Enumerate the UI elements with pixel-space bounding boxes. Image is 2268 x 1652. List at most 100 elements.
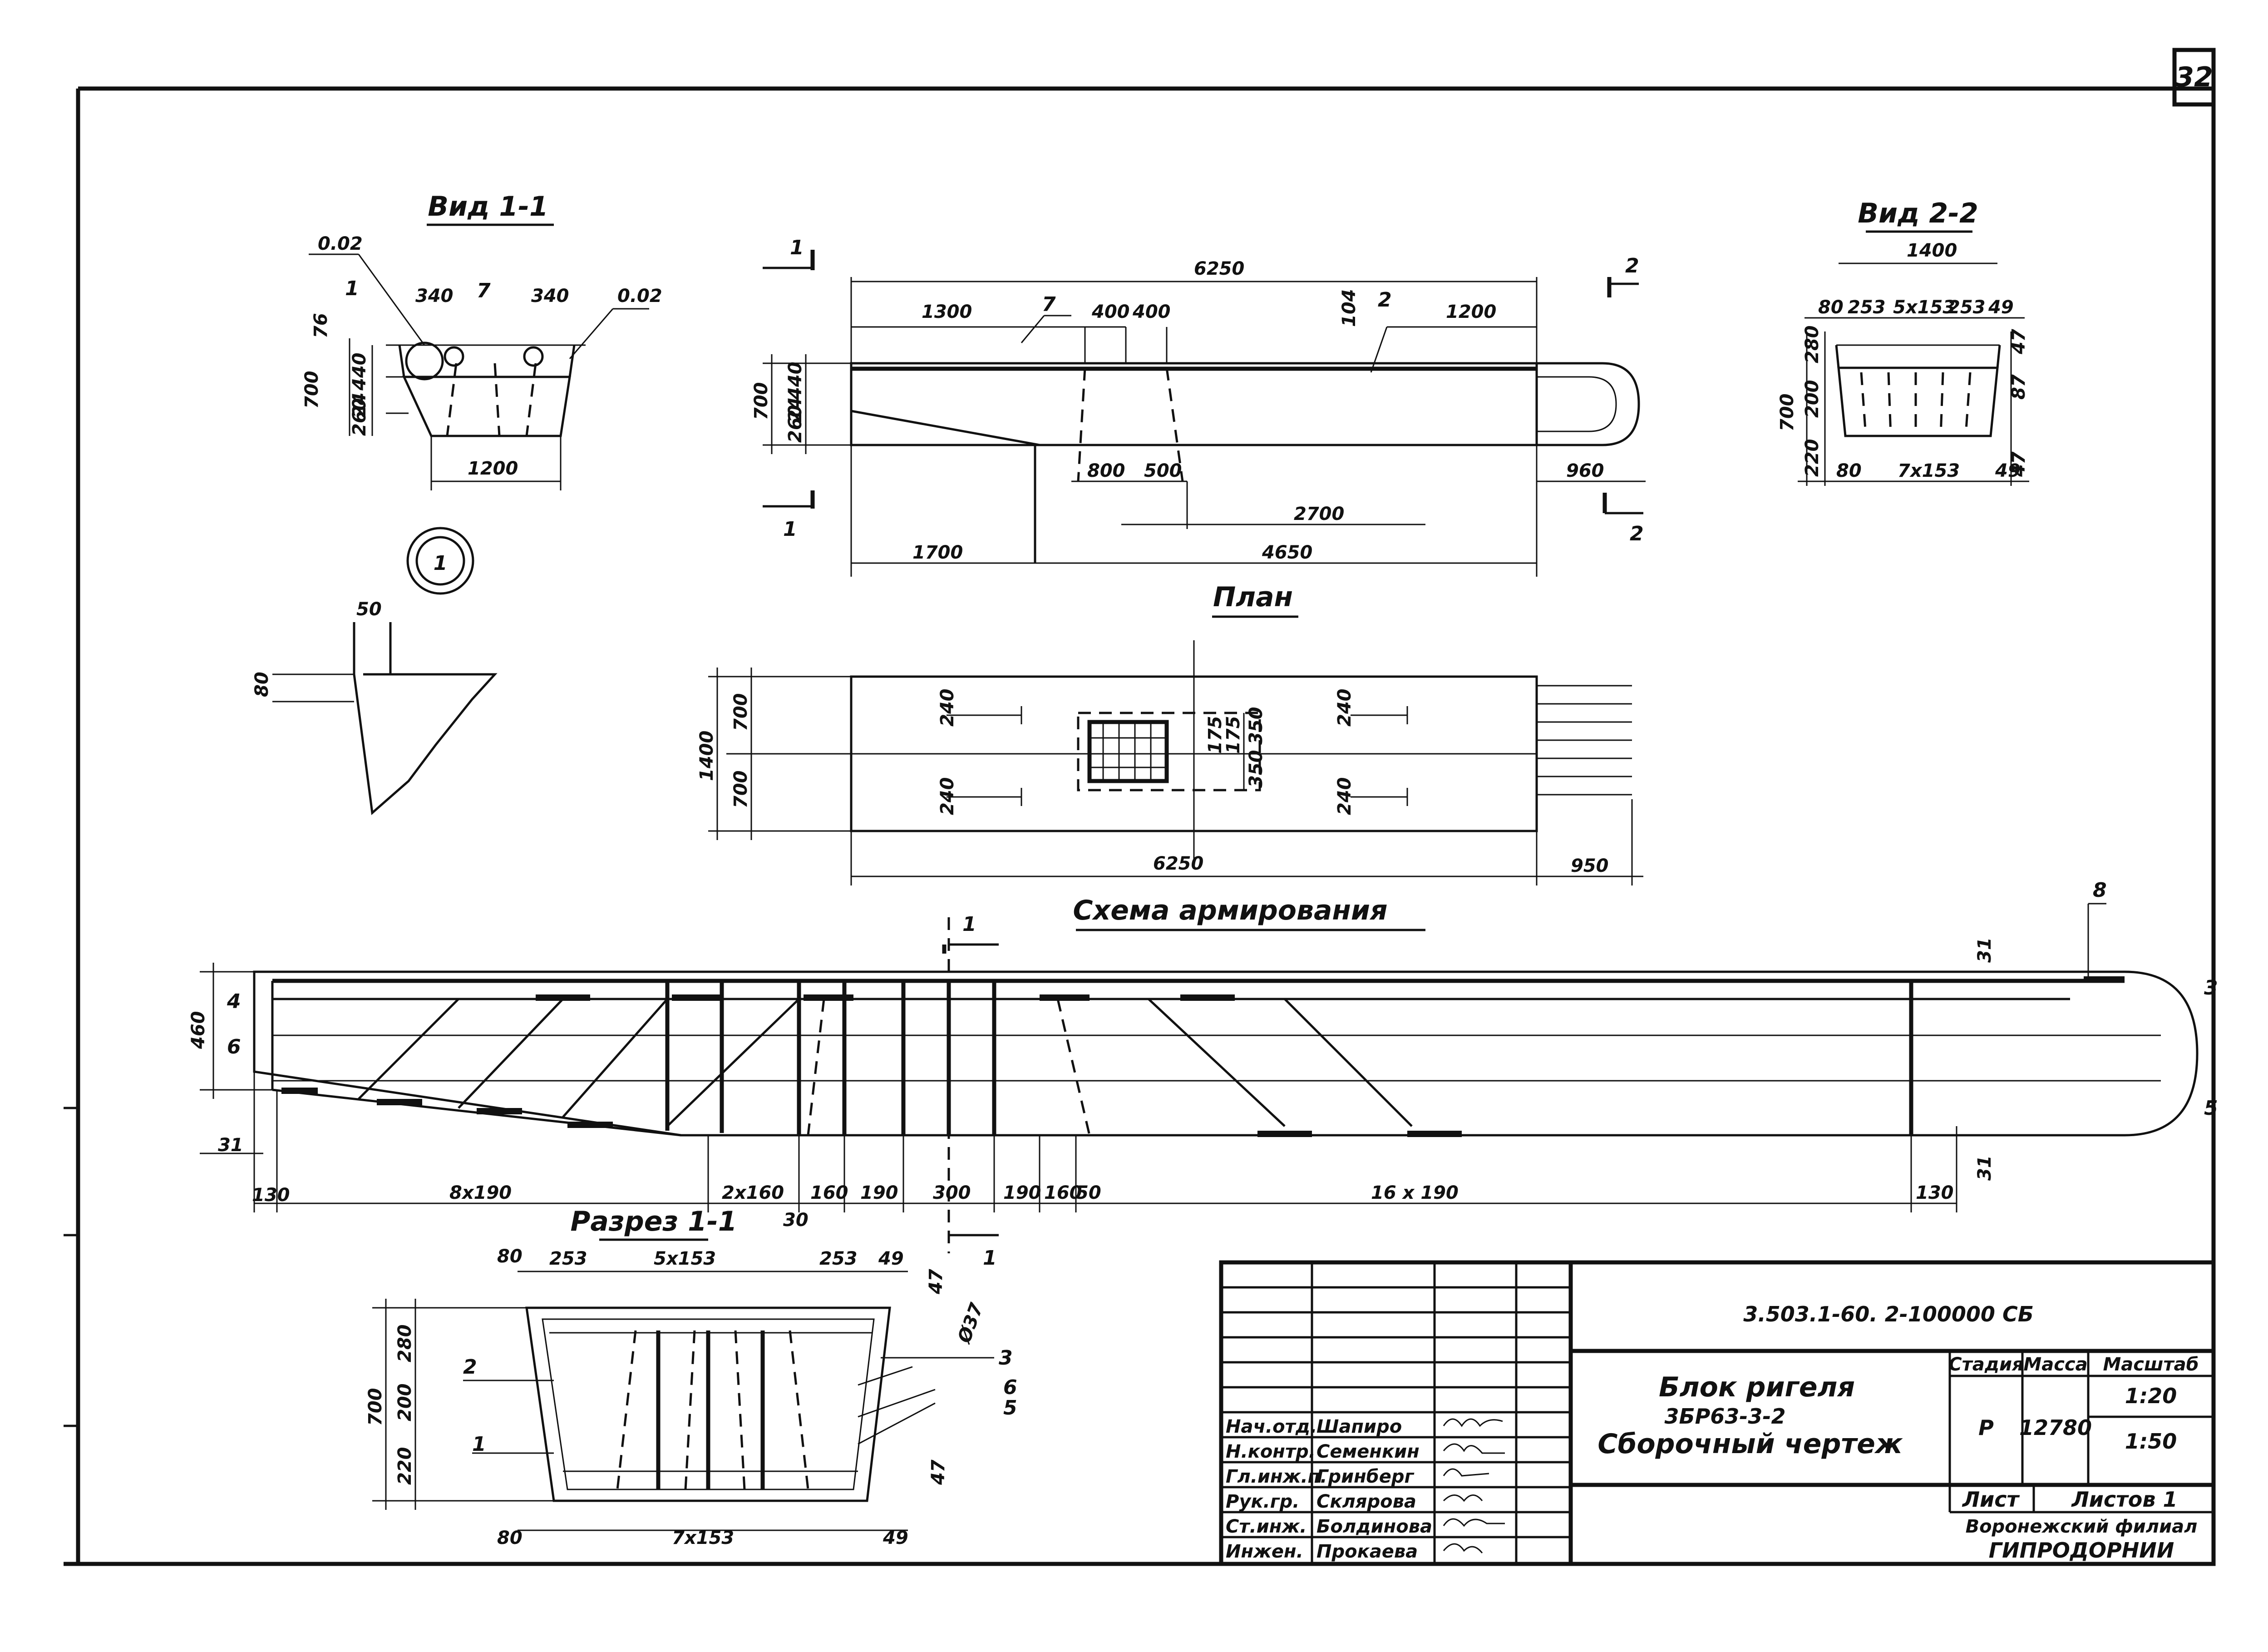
title-block: 3.503.1-60. 2-100000 СБ Блок ригеля 3БР6… [1219,1260,2216,1566]
plan-dim-240d: 240 [1334,777,1355,816]
scheme-dim-31c: 31 [1974,1155,1995,1181]
scheme-dim-160b: 160 [1044,1182,1082,1203]
me-dim-260: 260 [785,405,806,443]
s11-dim-253b: 253 [819,1248,858,1269]
v11-dim-700: 700 [301,371,322,409]
view-1-1: Вид 1-1 0.02 340 340 0.02 1200 76 700 44… [251,191,662,815]
v22-dim-49a: 49 [1988,297,2014,318]
tb-col-scale: Масштаб [2103,1354,2199,1375]
v11-dim-1200: 1200 [468,458,518,479]
tb-col-stage: Стадия [1948,1354,2024,1375]
me-dim-700: 700 [751,382,772,420]
s11-dim-200: 200 [394,1384,415,1422]
s11-dim-49b: 49 [883,1528,908,1548]
v22-dim-47b: 47 [2008,451,2029,477]
v11-dim-002b: 0.02 [617,286,662,307]
v22-dim-220: 220 [1802,439,1823,477]
tb-col-mass: Масса [2023,1354,2087,1375]
me-mark-7: 7 [1042,293,1056,316]
tb-staff-name-1: Семенкин [1316,1441,1420,1462]
tb-staff-role-4: Ст.инж. [1226,1516,1307,1537]
scheme-dim-130b: 130 [1916,1182,1954,1203]
sheet-frame: 32 [64,48,2216,1566]
me-dim-440: 440 [785,362,806,401]
scheme-dim-160: 160 [810,1182,848,1203]
me-sec-2a: 2 [1625,254,1639,277]
v11-mark-1: 1 [345,277,359,300]
v11-mark-7: 7 [477,279,491,302]
plan-bar-ends [1537,685,1632,796]
me-dim-4650: 4650 [1262,542,1312,563]
sheet-number: 32 [2175,61,2213,93]
view22-title: Вид 2-2 [1858,198,1978,229]
detail-circle-outer [406,527,474,595]
detail-circle-inner [415,536,465,586]
scheme-welds [281,976,2125,1137]
scheme-dim-300: 300 [933,1182,971,1203]
me-dim-24: 24 [785,397,806,422]
v22-dim-47a: 47 [2008,329,2029,355]
tb-staff-role-1: Н.контр. [1226,1441,1316,1462]
scheme-dim-190a: 190 [860,1182,898,1203]
detail-dim-50: 50 [356,599,382,620]
s11-dim-80b: 80 [497,1528,523,1548]
s11-dim-253a: 253 [549,1248,587,1269]
me-dim-800: 800 [1087,460,1125,481]
plan-dim-240b: 240 [937,777,958,816]
plan-mesh [1087,720,1169,783]
scheme-dim-30: 30 [783,1210,809,1231]
v22-dim-5x153: 5x153 [1893,297,1955,318]
tb-staff-role-3: Рук.гр. [1226,1491,1299,1512]
v22-dim-49b: 49 [1995,460,2021,481]
scheme-stirrups [665,981,1913,1135]
me-dim-1300: 1300 [922,302,972,322]
tb-scale1: 1:20 [2125,1384,2177,1408]
tb-signatures [1443,1418,1505,1553]
plan-dim-175a: 175 [1205,716,1226,754]
plan-dim-350b: 350 [1246,750,1267,788]
v22-dim-1400: 1400 [1907,240,1957,261]
me-mark-2: 2 [1378,288,1392,312]
s11-mark-5: 5 [1003,1396,1017,1420]
scheme-dim-31a: 31 [218,1135,243,1156]
scheme-dim-8x190: 8x190 [449,1182,512,1203]
scheme-sec-1b: 1 [983,1246,997,1270]
tb-staff-name-3: Склярова [1316,1491,1416,1512]
plan-dim-700a: 700 [730,693,751,732]
tb-name-line1: Блок ригеля [1659,1371,1855,1403]
scheme-dim-460: 460 [188,1011,209,1050]
tb-name-line3: Сборочный чертеж [1597,1428,1903,1460]
me-dim-2700: 2700 [1294,504,1344,524]
section11-title: Разрез 1-1 [570,1206,737,1237]
plan-title: План [1213,581,1293,613]
tb-name-line2: 3БР63-3-2 [1665,1404,1786,1429]
s11-dim-47a: 47 [926,1269,947,1295]
view11-title: Вид 1-1 [428,191,548,223]
me-dim-400b: 400 [1132,302,1171,322]
s11-dim-280: 280 [394,1325,415,1363]
tb-staff-role-2: Гл.инж.п. [1226,1466,1327,1487]
tb-staff-name-0: Шапиро [1316,1416,1402,1437]
s11-dim-5x153: 5x153 [654,1248,716,1269]
scheme-dim-130a: 130 [252,1185,290,1206]
reinforcement-scheme: Схема армирования [188,879,2218,1270]
scheme-dim-190b: 190 [1003,1182,1041,1203]
detail-dim-80: 80 [251,672,272,697]
scheme-sec-1a: 1 [962,913,976,936]
scheme-mark-5: 5 [2204,1097,2218,1120]
scheme-dim-2x160: 2x160 [722,1182,784,1203]
v11-dim-002a: 0.02 [318,233,363,254]
me-dim-6250: 6250 [1194,258,1244,279]
v11-dim-340a: 340 [415,286,454,307]
v11-dim-440: 440 [349,353,370,391]
v22-dim-80b: 80 [1836,460,1862,481]
tb-staff-name-5: Прокаева [1316,1541,1418,1562]
s11-dim-700: 700 [365,1388,386,1426]
s11-dim-7x153: 7x153 [672,1528,734,1548]
me-dim-104: 104 [1339,289,1360,327]
tb-staff-role-5: Инжен. [1226,1541,1303,1562]
scheme-bent-bars [358,998,1413,1127]
s11-dim-d37: Ø37 [953,1300,987,1346]
v22-dim-280: 280 [1802,326,1823,364]
